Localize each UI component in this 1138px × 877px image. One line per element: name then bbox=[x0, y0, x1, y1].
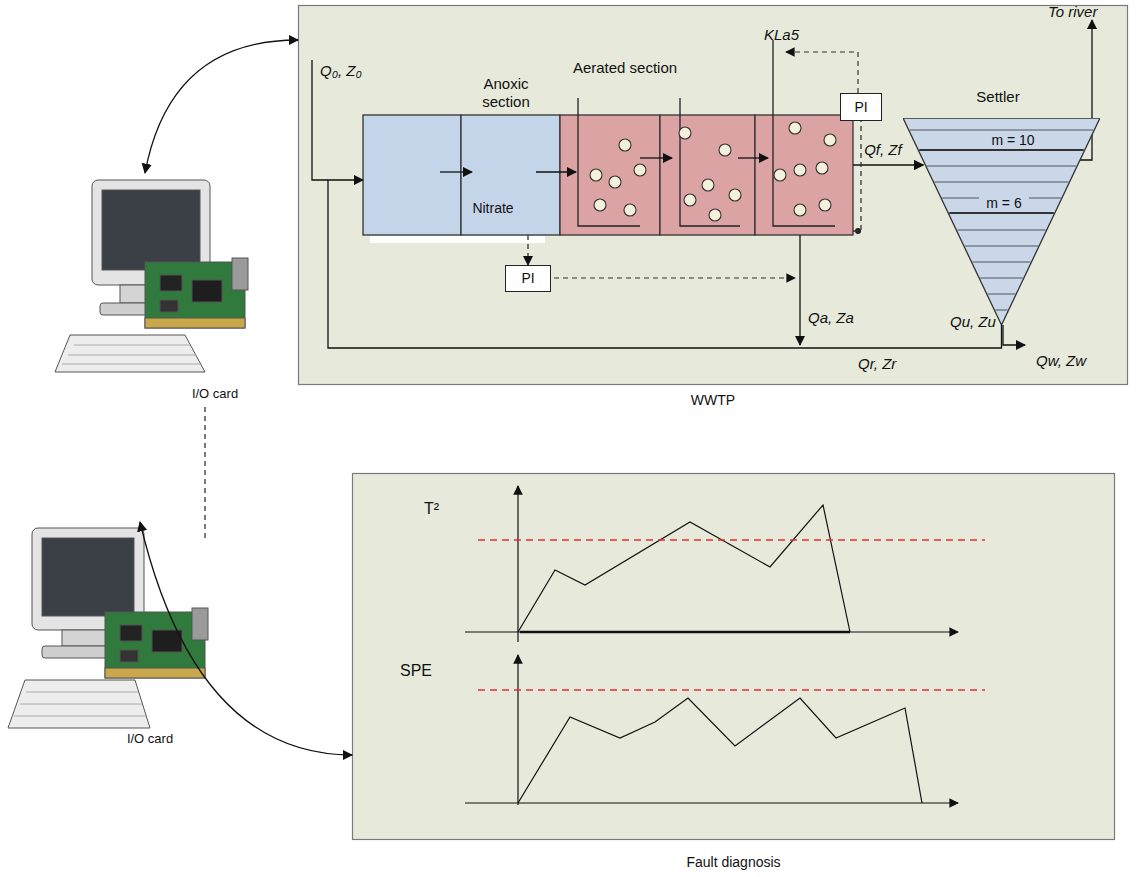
aerated-tank: Aerated section bbox=[560, 115, 853, 235]
node-title: PI bbox=[841, 94, 881, 120]
settler-outline bbox=[903, 118, 1100, 325]
node-title: PI bbox=[506, 266, 550, 291]
anoxic-tank: Anoxic sectionNitrate bbox=[363, 115, 560, 235]
node-title: Anoxic section bbox=[470, 75, 542, 111]
flow-connector bbox=[145, 40, 298, 173]
flow-connector bbox=[140, 522, 352, 755]
computer: I/O card bbox=[60, 165, 260, 405]
flow-label: Qf, Zf bbox=[864, 141, 902, 159]
node-title: Fault diagnosis bbox=[352, 853, 1115, 871]
plant-panel: WWTPAnoxic sectionNitrateAerated section… bbox=[298, 5, 1128, 385]
pi-controller: PI bbox=[840, 93, 882, 121]
chart-axis-label: SPE bbox=[400, 662, 432, 680]
flow-label: Qw, Zw bbox=[1036, 352, 1086, 370]
node-title: I/O card bbox=[105, 730, 195, 748]
node-title: Settler bbox=[953, 88, 1043, 106]
flow-label: Q₀, Z₀ bbox=[320, 62, 362, 80]
computer: I/O card bbox=[5, 520, 235, 750]
node-title: I/O card bbox=[170, 385, 260, 403]
chart-axis-label: T² bbox=[424, 500, 439, 518]
diagnosis-panel: Fault diagnosis bbox=[352, 473, 1115, 840]
node-text: m = 6 bbox=[979, 194, 1029, 212]
node-text: m = 10 bbox=[985, 131, 1041, 149]
flow-connector bbox=[853, 164, 923, 165]
signal-label: KLa5 bbox=[764, 26, 799, 44]
flow-connector bbox=[204, 407, 205, 540]
flow-connector bbox=[328, 180, 1002, 348]
flow-label: Qr, Zr bbox=[858, 355, 896, 373]
flow-connector bbox=[536, 171, 576, 172]
node-title: WWTP bbox=[298, 391, 1128, 409]
flow-label: Qu, Zu bbox=[950, 313, 996, 331]
node-title: Aerated section bbox=[555, 59, 695, 77]
flow-connector bbox=[853, 121, 861, 231]
settler-tank: Settlerm = 10m = 6 bbox=[903, 118, 1100, 325]
node-text: Nitrate bbox=[463, 199, 523, 217]
flow-label: Qa, Za bbox=[808, 309, 854, 327]
outlet-label: To river bbox=[1048, 3, 1097, 21]
pi-controller: PI bbox=[505, 265, 551, 292]
flow-connector bbox=[527, 235, 528, 265]
